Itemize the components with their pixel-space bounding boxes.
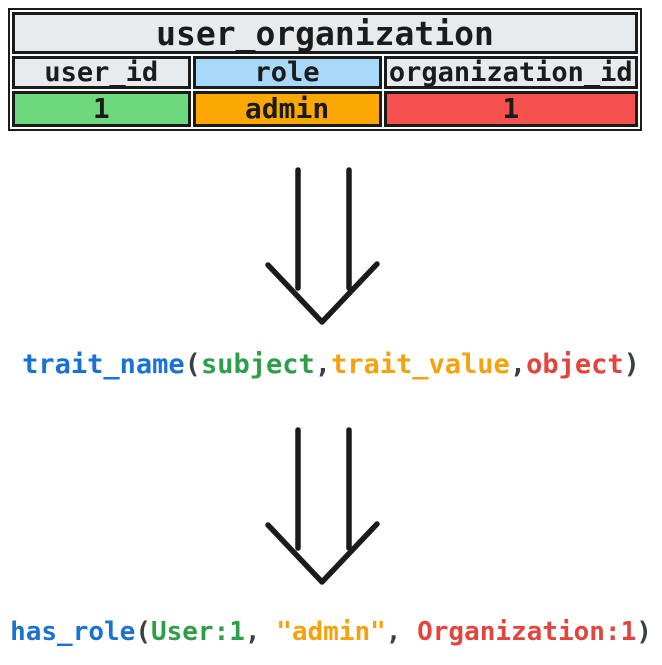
trait-template-code: trait_name(subject,trait_value,object) <box>0 349 662 381</box>
down-arrow-icon <box>265 167 380 325</box>
user-organization-table: user_organization user_id role organizat… <box>8 8 642 131</box>
table-title: user_organization <box>12 12 638 54</box>
code-segment: , <box>509 349 527 380</box>
code-segment: User:1 <box>150 617 245 647</box>
table-header-row: user_id role organization_id <box>12 56 638 89</box>
code-segment: trait_name <box>22 349 185 380</box>
down-arrow-icon <box>265 427 380 585</box>
cell-organization-id-value: 1 <box>383 91 638 127</box>
code-segment: ) <box>636 617 652 647</box>
code-segment: ) <box>623 349 640 380</box>
cell-user-id-value: 1 <box>12 91 191 127</box>
code-segment: , <box>385 617 418 647</box>
code-segment: ( <box>184 349 201 380</box>
table-title-row: user_organization <box>12 12 638 54</box>
code-segment: , <box>244 617 277 647</box>
table-data-row: 1 admin 1 <box>12 91 638 127</box>
code-segment: , <box>314 349 331 380</box>
code-segment: ( <box>135 617 151 647</box>
column-header-role: role <box>192 56 382 89</box>
code-segment: subject <box>200 349 315 380</box>
code-segment: has_role <box>10 617 136 647</box>
code-segment: object <box>526 349 624 380</box>
column-header-organization-id: organization_id <box>383 56 638 89</box>
code-segment: trait_value <box>331 349 510 380</box>
column-header-user-id: user_id <box>12 56 191 89</box>
has-role-fact-code: has_role(User:1, "admin", Organization:1… <box>0 617 662 648</box>
code-segment: Organization:1 <box>417 617 637 647</box>
cell-role-value: admin <box>192 91 382 127</box>
code-segment: "admin" <box>276 617 386 647</box>
